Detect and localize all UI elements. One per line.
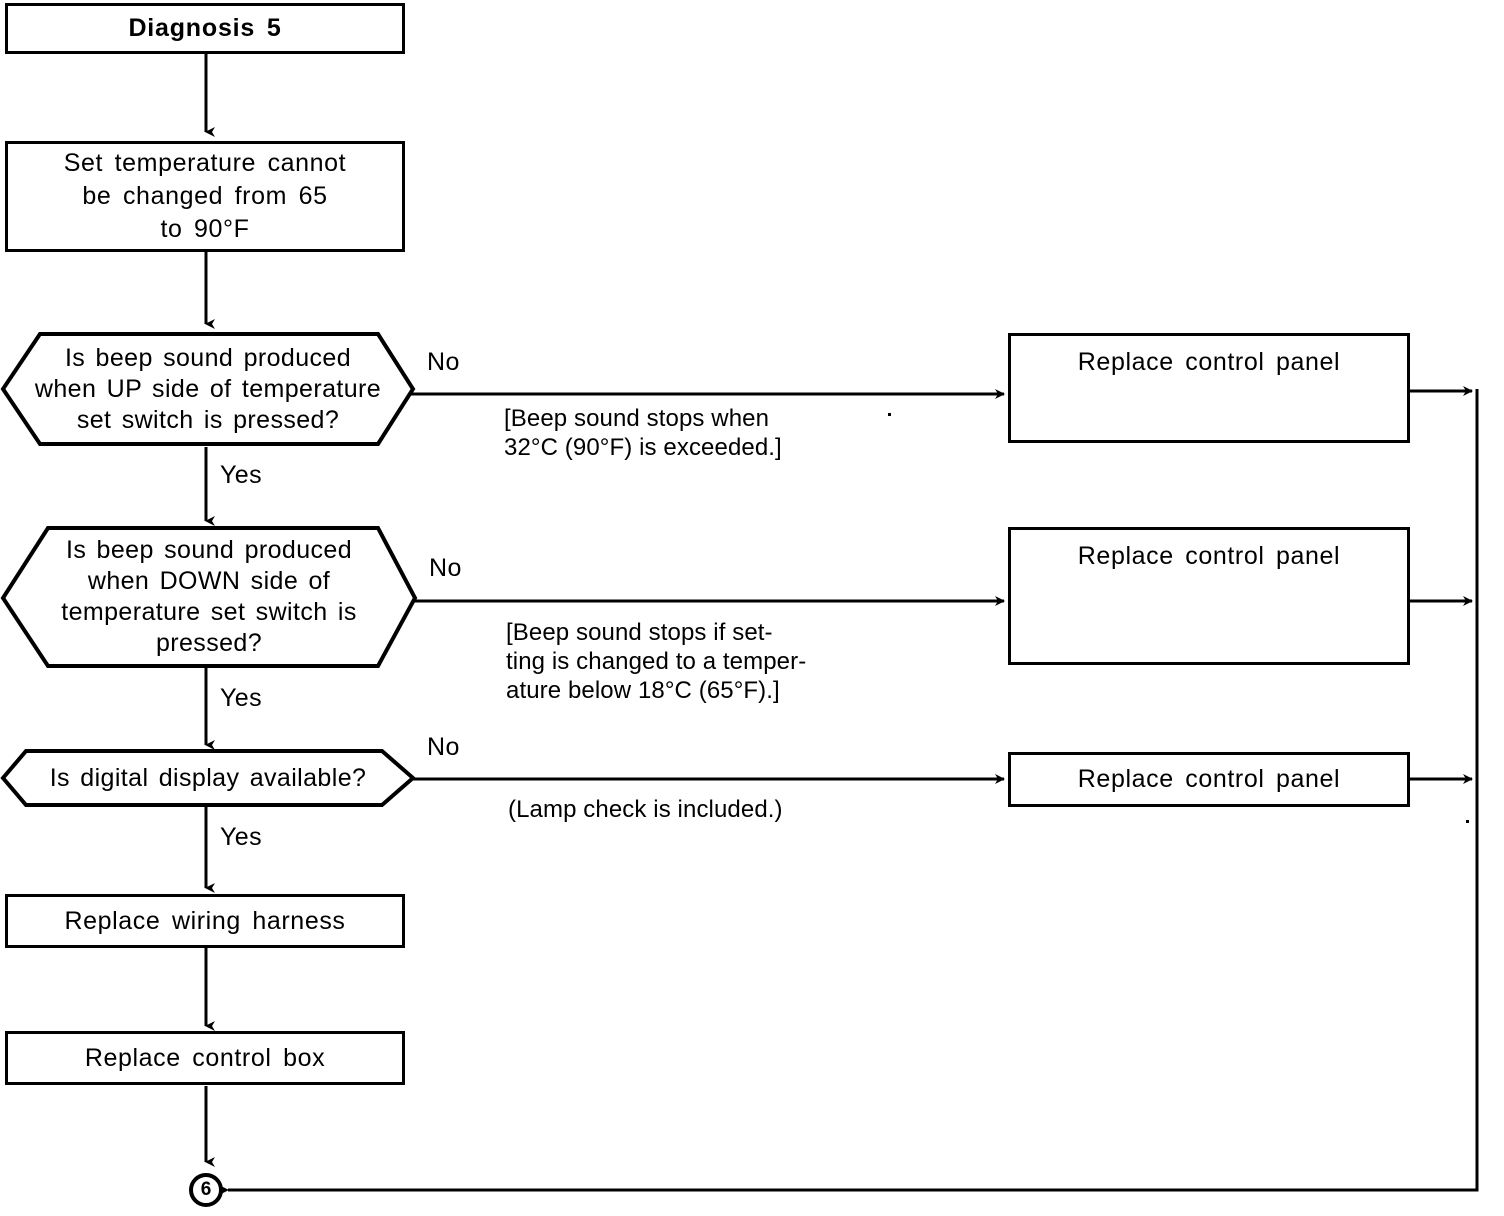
symptom-box-label: Set temperature cannot be changed from 6… — [63, 149, 347, 243]
note-lamp-check: (Lamp check is included.) — [508, 796, 783, 823]
replace-control-box-box: Replace control box — [5, 1031, 405, 1085]
scan-speck — [1466, 820, 1469, 823]
replace-control-panel-box-1: Replace control panel — [1008, 333, 1410, 443]
replace-wiring-harness-box: Replace wiring harness — [5, 894, 405, 948]
replace-control-panel-box-2: Replace control panel — [1008, 527, 1410, 665]
hexagon-shape — [0, 526, 418, 668]
decision-digital-display-label: Is digital display available? — [49, 763, 367, 792]
edge-label-yes-2: Yes — [220, 684, 262, 712]
title-box-label: Diagnosis 5 — [128, 14, 282, 42]
edge-label-yes-1: Yes — [220, 461, 262, 489]
scan-speck — [888, 413, 891, 416]
replace-control-box-label: Replace control box — [84, 1043, 326, 1072]
title-box: Diagnosis 5 — [5, 3, 405, 54]
decision-digital-display: Is digital display available? — [0, 748, 416, 808]
replace-control-panel-label-2: Replace control panel — [1077, 542, 1341, 570]
replace-control-panel-label-3: Replace control panel — [1077, 765, 1341, 793]
replace-wiring-harness-label: Replace wiring harness — [64, 906, 346, 935]
edge-label-no-3: No — [427, 733, 460, 761]
decision-beep-up: Is beep sound produced when UP side of t… — [0, 331, 416, 447]
hexagon-shape — [0, 749, 416, 807]
note-beep-stops-65f: [Beep sound stops if set- ting is change… — [506, 619, 807, 704]
symptom-box: Set temperature cannot be changed from 6… — [5, 141, 405, 252]
decision-beep-down-label: Is beep sound produced when DOWN side of… — [61, 536, 357, 657]
replace-control-panel-box-3: Replace control panel — [1008, 752, 1410, 807]
note-beep-stops-90f: [Beep sound stops when 32°C (90°F) is ex… — [504, 405, 782, 461]
replace-control-panel-label-1: Replace control panel — [1077, 348, 1341, 376]
edge-label-no-1: No — [427, 348, 460, 376]
decision-beep-down: Is beep sound produced when DOWN side of… — [0, 525, 418, 669]
edge-label-yes-3: Yes — [220, 823, 262, 851]
edge-label-no-2: No — [429, 554, 462, 582]
offpage-connector-6-label: 6 — [200, 1179, 212, 1200]
hexagon-shape — [0, 332, 416, 446]
decision-beep-up-label: Is beep sound produced when UP side of t… — [34, 343, 382, 434]
offpage-connector-6[interactable]: 6 — [189, 1173, 223, 1207]
